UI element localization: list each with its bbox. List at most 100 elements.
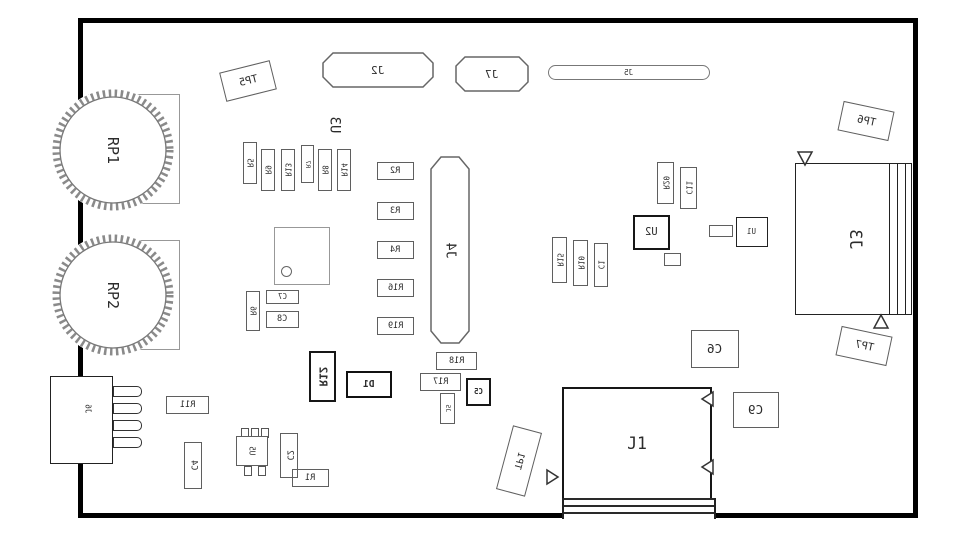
j6-connector: J6 (50, 376, 113, 464)
r8-label: R8 (320, 165, 330, 175)
r6-label: R6 (248, 306, 258, 316)
r15-resistor: R15 (552, 237, 567, 283)
c6-label: C6 (707, 340, 723, 356)
j3-pin-line (889, 164, 890, 314)
j1-edge-contacts (562, 498, 716, 519)
j4-label: J4 (442, 242, 458, 258)
u3-label: U3 (325, 116, 342, 134)
j1-polarity-marker-icon (546, 468, 560, 486)
u5-pin (244, 466, 252, 476)
r13-resistor: R13 (281, 149, 295, 191)
c8-capacitor: C8 (266, 311, 299, 328)
r4-label: R4 (390, 244, 401, 255)
small-component-outline (664, 253, 681, 266)
j6-pin (113, 403, 142, 414)
r8-resistor: R8 (318, 149, 332, 191)
j1-label: J1 (627, 433, 647, 453)
tp5-label: TP5 (237, 72, 259, 89)
r20-resistor: R20 (657, 162, 674, 204)
c2-label: C2 (284, 450, 295, 461)
r17-resistor: R17 (420, 373, 461, 391)
r16-resistor: R16 (377, 279, 414, 297)
r17-label: R17 (432, 376, 449, 387)
c8-label: C8 (277, 314, 288, 325)
u5-pin (258, 466, 266, 476)
u5-label: U5 (247, 446, 257, 456)
c2-capacitor: C2 (280, 433, 298, 478)
c1-label: C1 (596, 260, 606, 270)
j7-connector-outline (455, 56, 529, 92)
r3-resistor: R3 (377, 202, 414, 220)
u1-label: U1 (747, 227, 757, 237)
small-component-outline (709, 225, 733, 237)
r5-label: R5 (245, 158, 255, 168)
r11-label: R11 (179, 399, 196, 410)
r2-label: R2 (390, 165, 401, 176)
j5-label: J5 (624, 67, 634, 77)
rp1-knob-icon (52, 89, 174, 211)
u1-ic: U1 (736, 217, 768, 247)
j1-polarity-marker-icon (700, 458, 714, 476)
j3-label: J3 (846, 229, 866, 249)
u3-body (274, 227, 330, 285)
j6-pin (113, 420, 142, 431)
u2-ic: U2 (633, 215, 670, 250)
c5-label: C5 (473, 387, 484, 397)
c9-capacitor: C9 (733, 392, 779, 428)
r16-label: R16 (387, 282, 404, 293)
j3-pin-line (905, 164, 906, 314)
rp2-knob-icon (52, 234, 174, 356)
r13-label: R13 (283, 163, 293, 177)
j6-pin (113, 386, 142, 397)
c11-label: C11 (684, 181, 694, 195)
r19-label: R19 (387, 320, 404, 331)
j4-connector-outline (430, 156, 470, 344)
j7-label: J7 (485, 67, 499, 81)
c9-label: C9 (748, 401, 764, 417)
r5-resistor: R5 (243, 142, 257, 184)
board-outline (78, 18, 918, 518)
tp1-label: TP1 (511, 451, 527, 471)
r11-resistor: R11 (166, 396, 209, 414)
r9-resistor: R9 (261, 149, 275, 191)
rp1-label: RP1 (104, 136, 123, 164)
r7-label: R7 (303, 160, 312, 168)
j5-small-connector: J5 (440, 393, 455, 424)
r20-label: R20 (661, 176, 671, 190)
c6-capacitor: C6 (691, 330, 739, 368)
j3-connector (795, 163, 912, 315)
d1-label: D1 (363, 378, 375, 390)
r3-label: R3 (390, 205, 401, 216)
r9-label: R9 (263, 165, 273, 175)
c5-capacitor: C5 (466, 378, 491, 406)
j1-connector: J1 (562, 387, 712, 501)
tp7-label: TP7 (853, 337, 875, 354)
j6-pin (113, 437, 142, 448)
c7-capacitor: C7 (266, 290, 299, 304)
j3-polarity-marker-icon (796, 151, 814, 167)
u3-pin1-dot (281, 266, 292, 277)
j2-connector-outline (322, 52, 434, 88)
c1-capacitor: C1 (594, 243, 608, 287)
j6-label: J6 (83, 404, 93, 414)
rp2-label: RP2 (104, 281, 123, 309)
r7-resistor: R7 (301, 145, 314, 183)
r10-label: R10 (576, 256, 586, 270)
j3-pin-line (897, 164, 898, 314)
d1-diode: D1 (346, 371, 392, 398)
r14-label: R14 (339, 163, 349, 177)
r10-resistor: R10 (573, 240, 588, 286)
r12-resistor: R12 (309, 351, 336, 402)
u2-label: U2 (645, 226, 658, 239)
r14-resistor: R14 (337, 149, 351, 191)
r4-resistor: R4 (377, 241, 414, 259)
r2-resistor: R2 (377, 162, 414, 180)
r1-resistor: R1 (292, 469, 329, 487)
u5-ic: U5 (236, 436, 268, 466)
r12-label: R12 (316, 366, 329, 387)
tp6-label: TP6 (855, 112, 877, 129)
r18-label: R18 (448, 355, 465, 366)
r6-resistor: R6 (246, 291, 260, 331)
c4-capacitor: C4 (184, 442, 202, 489)
